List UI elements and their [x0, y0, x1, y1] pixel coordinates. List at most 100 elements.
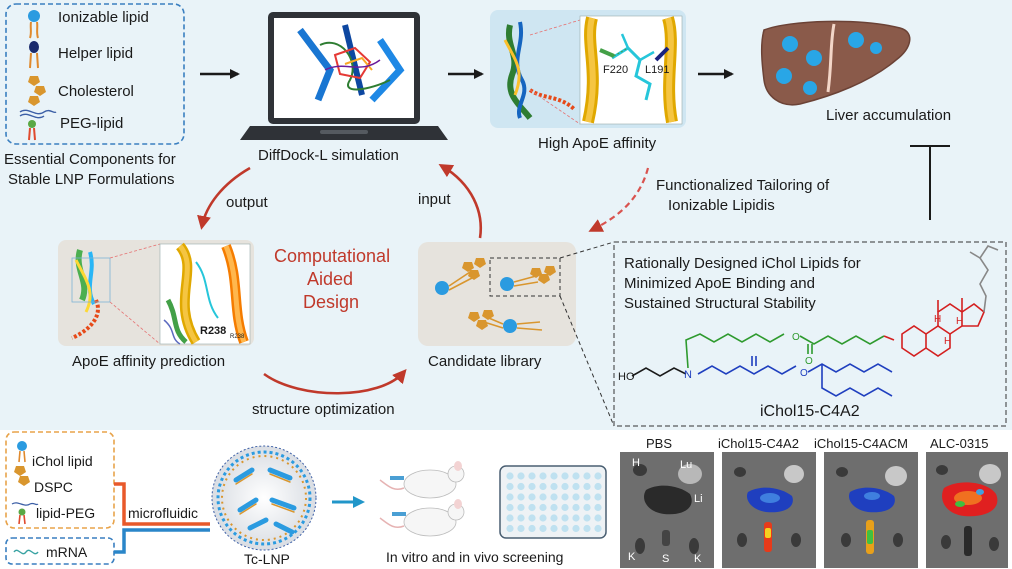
plate-well: [517, 482, 525, 491]
plate-well: [528, 524, 536, 533]
component-helper-lipid: Helper lipid: [58, 45, 133, 62]
component-cholesterol: Cholesterol: [58, 83, 134, 100]
liver-icon: [760, 20, 911, 106]
organ-h: H: [632, 457, 640, 469]
plate-well: [550, 514, 558, 522]
plate-well: [528, 472, 536, 480]
plate-well: [583, 503, 591, 512]
structure-ho: HO: [618, 371, 635, 383]
cholesterol-icon: [28, 76, 46, 106]
imaging-col-ichol15-c4acm: iChol15-C4ACM: [814, 436, 908, 451]
screening-label: In vitro and in vivo screening: [386, 549, 563, 565]
residue-r238-small: R238: [230, 334, 245, 340]
plate-well: [528, 503, 536, 512]
plate-well: [572, 503, 580, 512]
plate-well: [572, 493, 580, 501]
plate-well: [550, 503, 558, 512]
prediction-label: ApoE affinity prediction: [72, 353, 225, 370]
ichol-structure: [631, 245, 999, 397]
structure-o2: O: [805, 356, 813, 367]
structure-h2: H: [956, 316, 963, 327]
plate-well: [594, 524, 602, 533]
plate-well: [550, 524, 558, 533]
structure-o1: O: [792, 332, 800, 343]
plate-well: [517, 514, 525, 522]
tailoring-line1: Functionalized Tailoring of: [656, 177, 830, 194]
plate-well: [594, 514, 602, 522]
design-line3: Sustained Structural Stability: [624, 295, 816, 312]
formulation-mrna: mRNA: [46, 544, 88, 560]
ionizable-lipid-icon: [28, 10, 40, 39]
structure-h1: H: [934, 314, 941, 325]
cycle-input: input: [418, 191, 451, 208]
candidate-library-panel: [418, 242, 576, 346]
arrow-input: [438, 163, 483, 239]
cycle-output: output: [226, 194, 269, 211]
components-legend: Ionizable lipid Helper lipid Cholesterol: [5, 3, 185, 145]
plate-well: [506, 514, 514, 522]
imaging-col-alc-0315: ALC-0315: [930, 436, 989, 451]
plate-well: [506, 493, 514, 501]
plate-well: [506, 524, 514, 533]
organ-s: S: [662, 553, 669, 565]
cycle-optimization: structure optimization: [252, 401, 395, 418]
plate-well: [583, 472, 591, 480]
structure-n: N: [684, 369, 692, 381]
plate-well: [594, 503, 602, 512]
plate-well: [517, 493, 525, 501]
plate-well: [594, 472, 602, 480]
cycle-center-line2: Aided: [307, 269, 353, 289]
library-label: Candidate library: [428, 353, 542, 370]
liver-label: Liver accumulation: [826, 107, 951, 124]
helper-lipid-icon: [29, 41, 39, 69]
plate-well: [561, 524, 569, 533]
plate-well: [539, 503, 547, 512]
formulation-lipid-peg: lipid-PEG: [36, 505, 95, 521]
plate-well: [506, 472, 514, 480]
plate-well: [528, 514, 536, 522]
components-caption-line1: Essential Components for: [4, 151, 176, 168]
plate-well: [539, 524, 547, 533]
residue-r238: R238: [200, 325, 226, 337]
microfluidic-label: microfluidic: [128, 505, 198, 521]
plate-well: [528, 493, 536, 501]
plate-well: [539, 472, 547, 480]
plate-well: [550, 493, 558, 501]
affinity-label: High ApoE affinity: [538, 135, 657, 152]
simulation-label: DiffDock-L simulation: [258, 147, 399, 164]
cycle-center-line1: Computational: [274, 246, 390, 266]
plate-well: [594, 493, 602, 501]
component-ionizable-lipid: Ionizable lipid: [58, 9, 149, 26]
laptop-simulation: [240, 12, 448, 140]
plate-well: [506, 503, 514, 512]
imaging-col-pbs: PBS: [646, 436, 672, 451]
plate-well: [572, 482, 580, 491]
design-box: [613, 241, 1007, 427]
imaging-col-ichol15-c4a2: iChol15-C4A2: [718, 436, 799, 451]
structure-h3: H: [944, 336, 951, 347]
formulation-dspc: DSPC: [34, 479, 73, 495]
tc-lnp-particle: [211, 445, 317, 551]
plate-well: [561, 482, 569, 491]
plate-well: [517, 503, 525, 512]
plate-well: [583, 514, 591, 522]
plate-well: [528, 482, 536, 491]
microfluidic-channel: [114, 482, 210, 554]
plate-well: [517, 472, 525, 480]
plate-well: [594, 482, 602, 491]
plate-well: [561, 472, 569, 480]
plate-well: [550, 482, 558, 491]
plate-well: [572, 524, 580, 533]
plate-well: [583, 524, 591, 533]
structure-o3: O: [800, 368, 808, 379]
zoom-line-top: [559, 241, 615, 259]
plate-well: [506, 482, 514, 491]
plate-well: [572, 514, 580, 522]
residue-f220: F220: [603, 64, 628, 76]
design-line2: Minimized ApoE Binding and: [624, 275, 815, 292]
plate-well: [517, 524, 525, 533]
arrow-structure-optimization: [263, 368, 407, 395]
plate-well: [550, 472, 558, 480]
affinity-structure-panel: [490, 10, 686, 128]
